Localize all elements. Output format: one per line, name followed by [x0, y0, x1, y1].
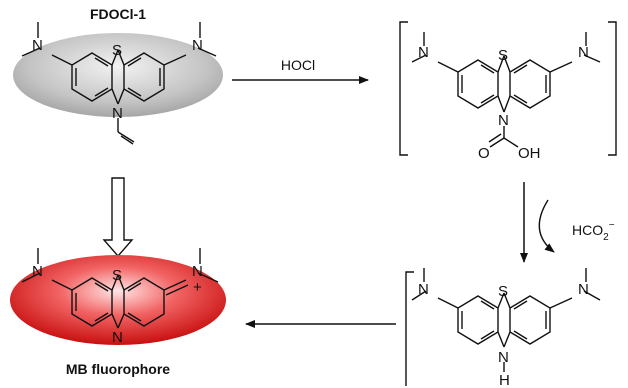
- sulfur-atom: S: [498, 47, 508, 64]
- sulfur-atom: S: [112, 42, 122, 59]
- carbamic-acid-intermediate: S N N N O OH: [399, 21, 617, 162]
- amine-nitrogen-left: N: [32, 37, 43, 54]
- sulfur-atom: S: [112, 267, 122, 284]
- curved-byproduct-arrow: [538, 199, 555, 253]
- amine-nitrogen-left: N: [32, 263, 43, 280]
- byproduct-label: HCO2−: [572, 220, 615, 243]
- leuco-intermediate: S N H N N: [405, 268, 601, 388]
- nitrogen-atom: N: [112, 329, 123, 346]
- amine-nitrogen-right: N: [578, 44, 589, 61]
- gray-highlight-ellipse: [13, 33, 223, 117]
- carbonyl-oxygen: O: [478, 145, 490, 162]
- amine-hydrogen: H: [499, 372, 510, 388]
- sulfur-atom: S: [498, 283, 508, 300]
- hollow-transformation-arrow: [102, 177, 134, 258]
- iminium-nitrogen: N: [192, 263, 203, 280]
- positive-charge: +: [193, 279, 202, 296]
- amine-nitrogen-left: N: [418, 281, 429, 298]
- mb-fluorophore-label: MB fluorophore: [66, 361, 170, 377]
- amine-nitrogen-left: N: [418, 44, 429, 61]
- reagent-label: HOCl: [281, 57, 315, 73]
- hydroxyl-group: OH: [518, 145, 541, 162]
- amine-nitrogen-right: N: [578, 281, 589, 298]
- nitrogen-atom: N: [498, 349, 509, 366]
- nitrogen-atom: N: [112, 105, 123, 122]
- nitrogen-atom: N: [498, 112, 509, 129]
- amine-nitrogen-right: N: [192, 37, 203, 54]
- red-highlight-ellipse: [10, 255, 226, 345]
- fdocl-1-molecule: S N N N: [13, 22, 223, 145]
- mb-fluorophore-molecule: S N N N +: [10, 248, 226, 346]
- fdocl-1-label: FDOCl-1: [90, 6, 146, 22]
